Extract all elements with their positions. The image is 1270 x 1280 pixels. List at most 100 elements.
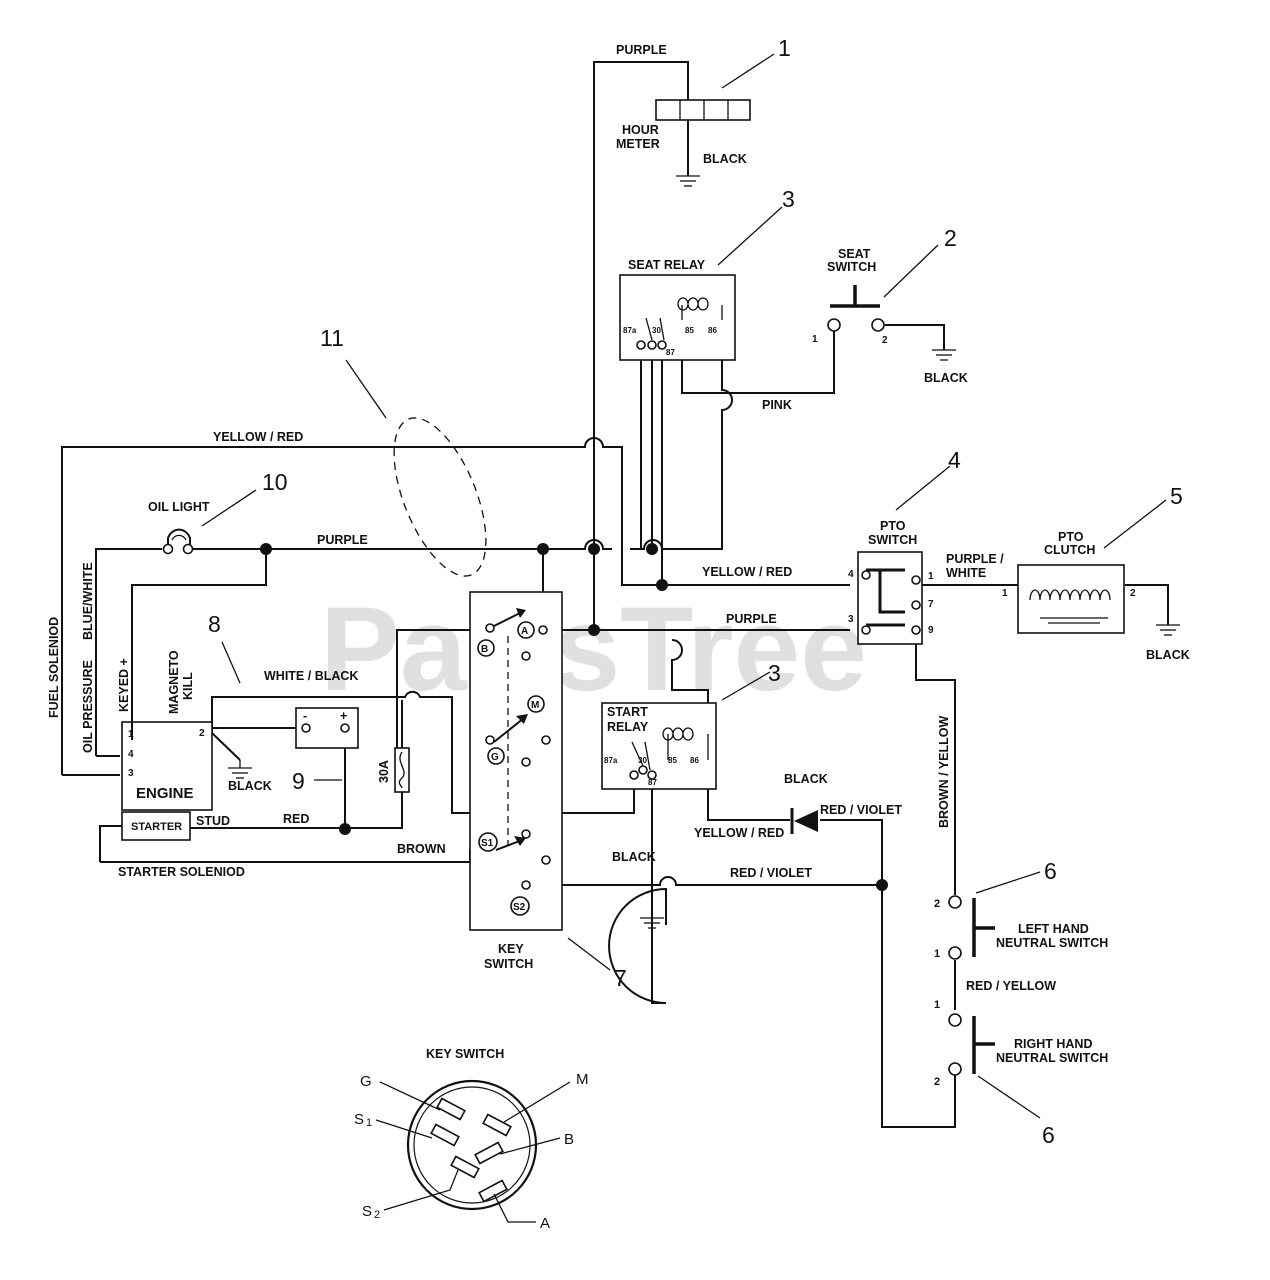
start-relay: 87a 30 87 85 86 START RELAY [601,702,717,790]
wire-label: BLACK [228,779,272,793]
key-detail-S2: S [362,1203,372,1220]
key-detail-S1: S [354,1111,364,1128]
ground-icon [676,175,700,187]
key-detail-S1-sub: 1 [366,1117,372,1129]
rh-switch-label: RIGHT HAND [1014,1037,1092,1051]
fuse: 30A [377,747,410,793]
pto-clutch-label: PTO [1058,530,1084,544]
key-detail-S2-sub: 2 [374,1209,380,1221]
ground-icon [1156,624,1180,636]
relay-terminal: 86 [690,756,699,765]
relay-terminal: 87a [623,326,637,335]
relay-terminal: 30 [638,756,647,765]
wire-label: BROWN / YELLOW [937,716,951,828]
start-relay-label: START [607,705,648,719]
seat-switch-label-2: SWITCH [827,260,876,274]
relay-terminal: 86 [708,326,717,335]
ground-icon [932,349,956,361]
svg-text:B: B [481,644,488,655]
oil-light-label: OIL LIGHT [148,500,210,514]
seat-relay-label: SEAT RELAY [628,258,706,272]
wire-label: BLUE/WHITE [81,562,95,640]
callout-9: 9 [292,768,305,794]
callout-8: 8 [208,611,221,637]
key-switch-label-2: SWITCH [484,957,533,971]
oil-light: OIL LIGHT [148,500,210,555]
terminal-label: 3 [848,614,854,625]
callout-3b: 3 [768,660,781,686]
key-terminal-S2: S2 [510,896,530,916]
wire-label: PURPLE [616,43,667,57]
wire-label: PURPLE [317,533,368,547]
lh-switch-label: LEFT HAND [1018,922,1089,936]
terminal-label: 9 [928,625,934,636]
svg-text:S2: S2 [513,902,526,913]
wire-label: BLACK [924,371,968,385]
terminal-label: 1 [812,334,818,345]
wire-label: PURPLE [726,612,777,626]
wire-label: BLACK [612,850,656,864]
engine: 1 4 3 2 ENGINE STARTER STUD BLACK STARTE… [62,721,272,879]
key-detail-A: A [540,1215,550,1232]
terminal-label: 1 [934,948,940,960]
callouts: 1 2 3 4 5 6 6 7 8 9 10 11 3 [201,35,1183,1148]
key-detail-title: KEY SWITCH [426,1047,504,1061]
key-terminal-M: M [527,695,545,713]
wire-label: WHITE [946,566,986,580]
callout-4: 4 [948,447,961,473]
right-hand-neutral-switch: 1 2 RIGHT HAND NEUTRAL SWITCH [934,999,1108,1088]
wire-label: KEYED + [117,658,131,712]
stud-label: STUD [196,814,230,828]
starter-label: STARTER [131,821,182,833]
relay-terminal: 87a [604,756,618,765]
fuse-label: 30A [377,760,391,783]
battery-terminal: + [340,709,347,723]
harness-ellipse [393,417,487,577]
key-detail-G: G [360,1073,372,1090]
diode [790,808,818,834]
key-detail-M: M [576,1071,589,1088]
hour-meter-label: HOUR [622,123,659,137]
terminal-label: 1 [1002,588,1008,599]
callout-5: 5 [1170,483,1183,509]
rh-switch-label-2: NEUTRAL SWITCH [996,1051,1108,1065]
terminal-label: 3 [128,768,134,779]
seat-switch: SEAT SWITCH 1 2 BLACK PINK [762,247,968,412]
wire-label: RED / VIOLET [730,866,812,880]
terminal-label: 4 [128,749,134,760]
wire-label: RED [283,812,309,826]
callout-2: 2 [944,225,957,251]
pto-switch-label: PTO [880,519,906,533]
callout-3: 3 [782,186,795,212]
pto-switch: PTO SWITCH 4 3 1 7 9 [848,519,934,645]
terminal-label: 1 [928,571,934,582]
battery: - + [295,707,359,749]
engine-label: ENGINE [136,785,194,802]
hour-meter-label-2: METER [616,137,660,151]
terminal-label: 4 [848,569,854,580]
wire-label: WHITE / BLACK [264,669,358,683]
ground-icon [640,905,664,929]
relay-terminal: 85 [685,326,694,335]
svg-text:S1: S1 [481,838,494,849]
svg-text:G: G [491,752,499,763]
seat-switch-label: SEAT [838,247,871,261]
relay-terminal: 87 [648,778,657,787]
left-hand-neutral-switch: 2 1 LEFT HAND NEUTRAL SWITCH [934,895,1108,960]
pto-clutch-label-2: CLUTCH [1044,543,1095,557]
seat-relay: 87a 30 87 85 86 SEAT RELAY [619,258,736,361]
terminal-label: 2 [934,898,940,910]
pto-clutch: 1 2 PTO CLUTCH BLACK [1002,530,1190,662]
key-terminal-S1: S1 [478,832,498,852]
svg-text:A: A [521,626,528,637]
callout-6b: 6 [1042,1122,1055,1148]
lh-switch-label-2: NEUTRAL SWITCH [996,936,1108,950]
wire-label: RED / YELLOW [966,979,1056,993]
pto-switch-label-2: SWITCH [868,533,917,547]
wire-label: FUEL SOLENIOD [47,617,61,718]
terminal-label: 2 [199,728,205,739]
wire-label: YELLOW / RED [213,430,303,444]
wire-label: YELLOW / RED [694,826,784,840]
ground-icon [228,760,252,779]
